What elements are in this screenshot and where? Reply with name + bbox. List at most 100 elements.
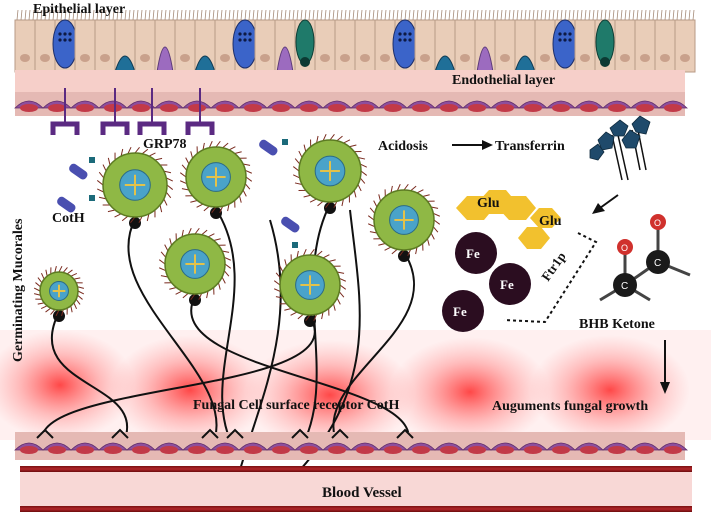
epithelial-layer-label: Epithelial layer — [33, 2, 125, 17]
spore-fibril — [339, 284, 347, 290]
hypha — [215, 208, 236, 451]
coth-label: CotH — [52, 211, 85, 226]
spore-fibril — [290, 311, 298, 316]
endothelial-nucleus — [440, 104, 458, 112]
cilium — [544, 9, 547, 21]
cilium — [492, 9, 495, 21]
cilium — [488, 9, 491, 21]
nucleus — [300, 57, 310, 67]
nucleus — [80, 54, 90, 62]
fungal-receptor-label: Fungal Cell surface receptor CotH — [193, 398, 399, 413]
nucleus — [40, 54, 50, 62]
hyphal-anchor — [201, 428, 219, 439]
spore-fibril — [70, 305, 73, 313]
spore-fibril — [353, 190, 357, 198]
spore-fibril — [98, 196, 107, 200]
spore-fibril — [238, 195, 242, 203]
granule — [558, 32, 562, 36]
cilium — [240, 9, 243, 21]
cilium — [368, 9, 371, 21]
coth-protein — [281, 216, 300, 233]
epithelial-cell — [614, 19, 636, 73]
grp78-receptor — [50, 121, 80, 135]
cilium — [144, 9, 147, 21]
spore-fibril — [35, 282, 41, 288]
nucleus — [660, 54, 670, 62]
spore-fibril — [217, 282, 221, 290]
spore-fibril — [316, 135, 319, 144]
endothelial-nucleus — [76, 446, 94, 454]
granule — [558, 38, 562, 42]
spore-fibril — [96, 188, 105, 193]
cilium — [336, 9, 339, 21]
cilium — [232, 9, 235, 21]
grp78-label: GRP78 — [143, 137, 187, 152]
coth-anchor — [89, 195, 95, 201]
spore-fibril — [378, 194, 382, 202]
spore-fibril — [360, 170, 368, 176]
spore-fibril — [158, 259, 166, 265]
grp78-receptor — [100, 121, 130, 135]
cilium — [604, 9, 607, 21]
cilium — [608, 9, 611, 21]
spore-fibril — [37, 277, 43, 284]
spore-core — [52, 284, 66, 298]
spore-fibril — [98, 171, 105, 179]
granule — [58, 32, 62, 36]
cilium — [44, 9, 47, 21]
endothelial-nucleus — [384, 446, 402, 454]
cilium — [208, 9, 211, 21]
nucleus — [340, 54, 350, 62]
epithelial-cell — [634, 19, 656, 73]
cilium — [684, 9, 687, 21]
epithelial-cell — [214, 19, 236, 73]
endothelial-nucleus — [524, 104, 542, 112]
cilium — [172, 9, 175, 21]
cilium — [512, 9, 515, 21]
bhb-ketone-label: BHB Ketone — [579, 317, 655, 332]
cilium — [644, 9, 647, 21]
epithelial-cell — [354, 19, 376, 73]
cilium — [360, 9, 363, 21]
cilium — [632, 9, 635, 21]
cilium — [84, 9, 87, 21]
spore-fibril — [224, 263, 232, 269]
spore-fibril — [175, 290, 183, 295]
epithelial-cell — [374, 19, 396, 73]
cilium — [40, 9, 43, 21]
spore-fibril — [141, 148, 149, 155]
epithelial-layer — [14, 9, 696, 92]
cilium — [152, 9, 155, 21]
spore-fibril — [206, 290, 209, 299]
spore-fibril — [50, 309, 56, 315]
endothelial-nucleus — [76, 104, 94, 112]
spore-fibril — [430, 206, 439, 209]
spore-fibril — [163, 170, 172, 174]
cilium — [68, 9, 71, 21]
cilium — [548, 9, 551, 21]
endothelial-nucleus — [468, 446, 486, 454]
spore-fibril — [202, 142, 205, 151]
cilium — [120, 9, 123, 21]
spore-fibril — [134, 146, 140, 154]
nucleus — [620, 54, 630, 62]
iron-label-2: Fe — [500, 277, 514, 292]
spore-fibril — [121, 215, 129, 222]
nucleus — [500, 54, 510, 62]
granule — [63, 32, 67, 36]
epithelial-cell — [14, 19, 36, 73]
endothelial-nucleus — [412, 104, 430, 112]
cilium — [20, 9, 23, 21]
spore-fibril — [127, 146, 132, 155]
nucleus — [380, 54, 390, 62]
cilium — [276, 9, 279, 21]
spore-fibril — [329, 133, 335, 141]
spore-fibril — [294, 182, 303, 185]
cilium — [516, 9, 519, 21]
spore-fibril — [34, 293, 41, 296]
hyphal-anchor — [291, 428, 309, 439]
spore-fibril — [77, 294, 83, 300]
cilium — [344, 9, 347, 21]
spore-fibril — [292, 174, 300, 179]
